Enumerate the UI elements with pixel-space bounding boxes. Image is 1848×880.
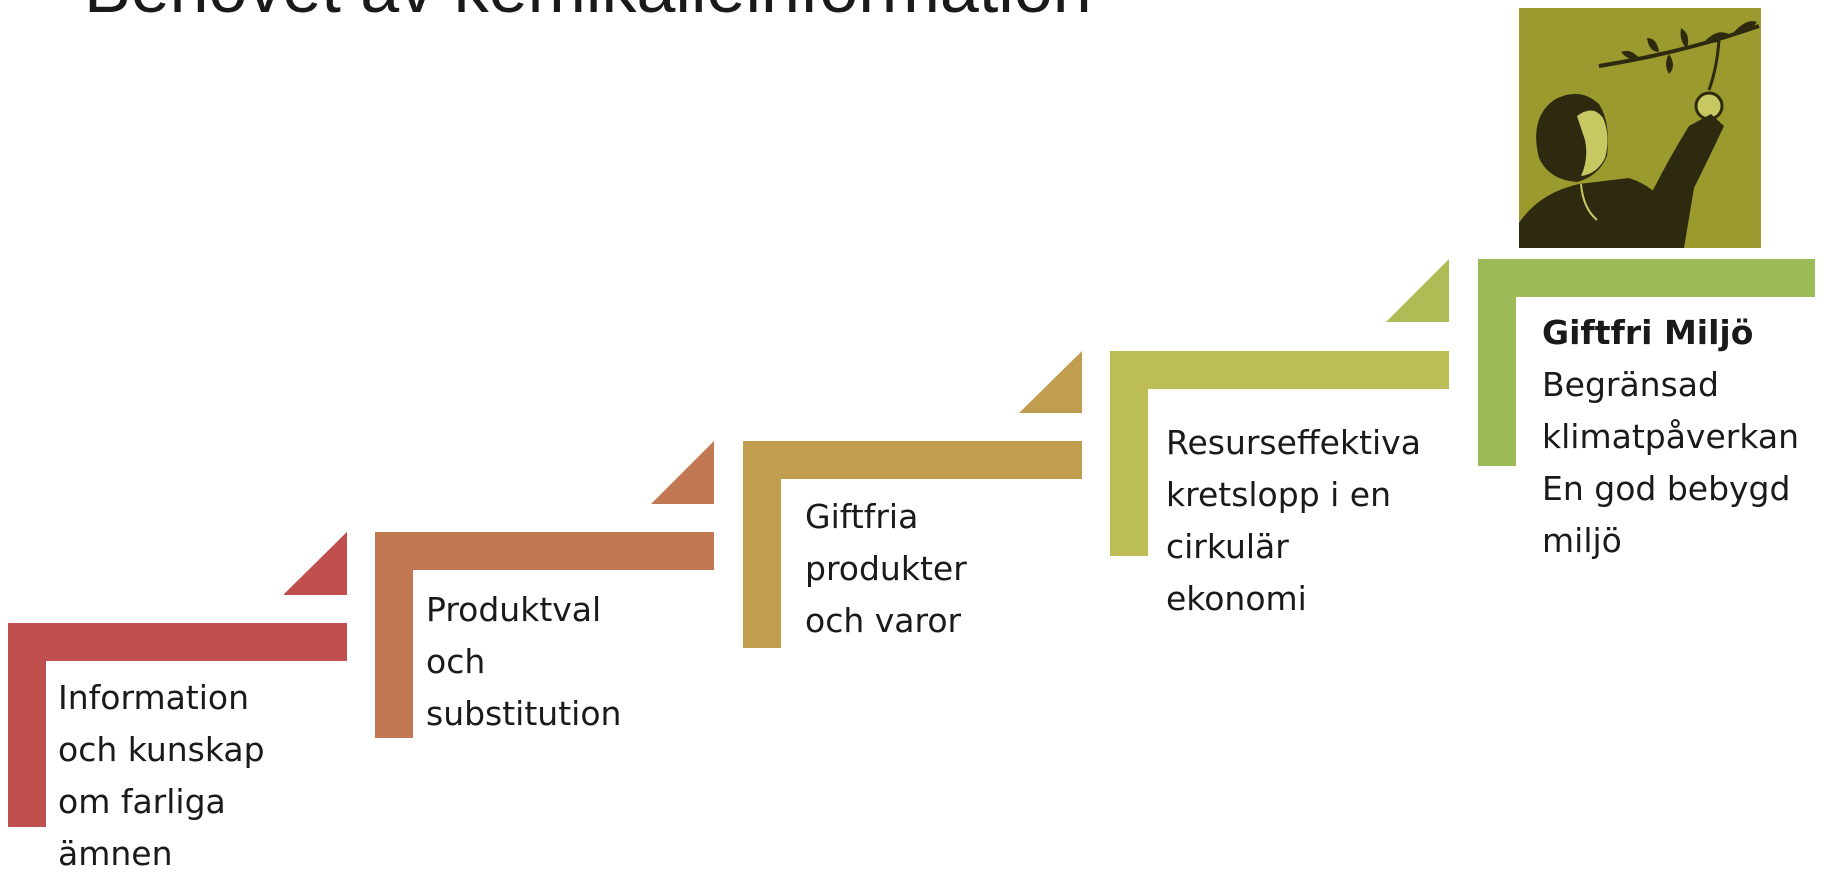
step-1-top-bar <box>8 623 347 827</box>
step-3-corner <box>1019 351 1082 413</box>
step-1-label: Information och kunskap om farliga ämnen <box>58 678 265 873</box>
step-4-corner <box>1386 259 1449 322</box>
step-1-corner <box>284 532 347 595</box>
step-3-shape <box>743 351 1082 648</box>
step-5-shape <box>1478 259 1815 466</box>
step-2-label: Produktval och substitution <box>426 590 622 733</box>
step-4-shape <box>1110 259 1449 556</box>
step-3-label: Giftfria produkter och varor <box>805 497 967 640</box>
step-5-label: Giftfri Miljö Begränsad klimatpåverkan E… <box>1542 307 1799 567</box>
step-4-label: Resurseffektiva kretslopp i en cirkulär … <box>1166 423 1421 618</box>
slide-title: Behovet av kemikalieinformation <box>84 0 1092 28</box>
step-2-corner <box>651 441 714 504</box>
step-4-bar <box>1110 351 1449 556</box>
step-1-shape <box>8 532 347 827</box>
step-5-bar <box>1478 259 1815 466</box>
person-picking-apple-icon <box>1519 8 1761 248</box>
step-2-bar <box>375 532 714 738</box>
step-5-heading: Giftfri Miljö <box>1542 313 1754 352</box>
step-3-bar <box>743 441 1082 648</box>
step-2-shape <box>375 441 714 738</box>
